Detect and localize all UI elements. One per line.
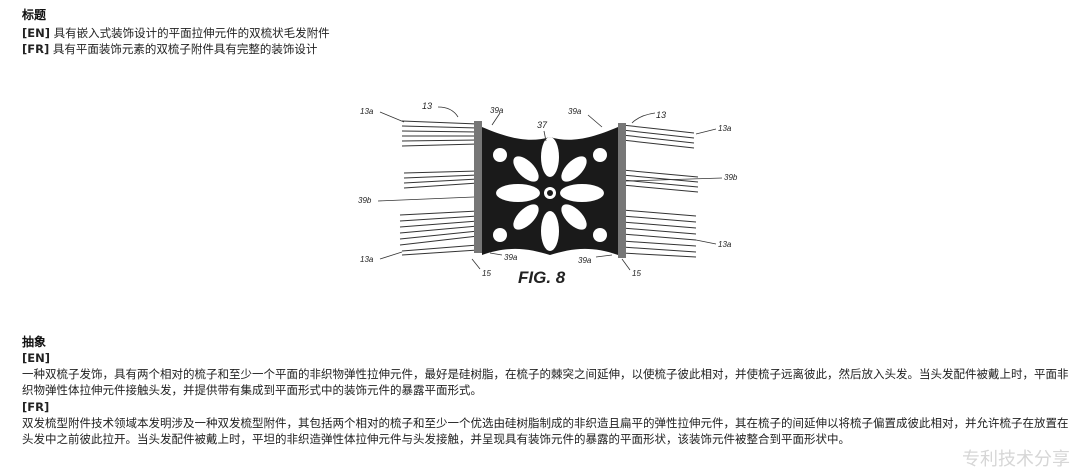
figure-caption: FIG. 8 [518, 268, 566, 287]
label-39a-top-left: 39a [490, 106, 504, 115]
right-comb [618, 123, 699, 258]
label-15-left: 15 [482, 269, 491, 278]
label-13a-top-left: 13a [360, 107, 374, 116]
abstract-fr-tag-line: [FR] [22, 399, 49, 415]
title-fr-line: [FR] 具有平面装饰元素的双梳子附件具有完整的装饰设计 [22, 41, 317, 57]
label-13a-top-right: 13a [718, 124, 732, 133]
left-comb [399, 120, 482, 256]
label-37: 37 [537, 120, 548, 130]
abstract-fr-text: 双发梳型附件技术领域本发明涉及一种双发梳型附件，其包括两个相对的梳子和至少一个优… [22, 416, 1069, 446]
fr-tag: [FR] [22, 400, 50, 414]
label-39b-right: 39b [724, 173, 738, 182]
abstract-en-text: 一种双梳子发饰，具有两个相对的梳子和至少一个平面的非织物弹性拉伸元件，最好是硅树… [22, 367, 1069, 397]
title-en-text: 具有嵌入式装饰设计的平面拉伸元件的双梳状毛发附件 [53, 26, 330, 40]
watermark: 专利技术分享 [962, 449, 1070, 470]
en-tag: [EN] [22, 26, 50, 40]
en-tag: [EN] [22, 351, 50, 365]
title-fr-text: 具有平面装饰元素的双梳子附件具有完整的装饰设计 [52, 42, 318, 56]
label-39a-top-right: 39a [568, 107, 582, 116]
decorative-flower [482, 127, 618, 255]
label-13a-bottom-left: 13a [360, 255, 374, 264]
abstract-heading: 抽象 [22, 335, 47, 349]
label-13a-bottom-right: 13a [718, 240, 732, 249]
label-39b-left: 39b [358, 196, 372, 205]
label-39a-bottom-right: 39a [578, 256, 592, 265]
patent-figure: 13 13 13a 13a 13a 13a 39a 39a 37 39b 39b… [358, 101, 738, 287]
title-en-line: [EN] 具有嵌入式装饰设计的平面拉伸元件的双梳状毛发附件 [22, 25, 330, 41]
label-13-top-left: 13 [422, 101, 432, 111]
title-heading: 标题 [22, 8, 47, 22]
label-13-top-right: 13 [656, 110, 666, 120]
label-39a-bottom-left: 39a [504, 253, 518, 262]
fr-tag: [FR] [22, 42, 50, 56]
abstract-en-tag-line: [EN] [22, 350, 50, 366]
figure-leaders [377, 106, 723, 271]
label-15-right: 15 [632, 269, 641, 278]
